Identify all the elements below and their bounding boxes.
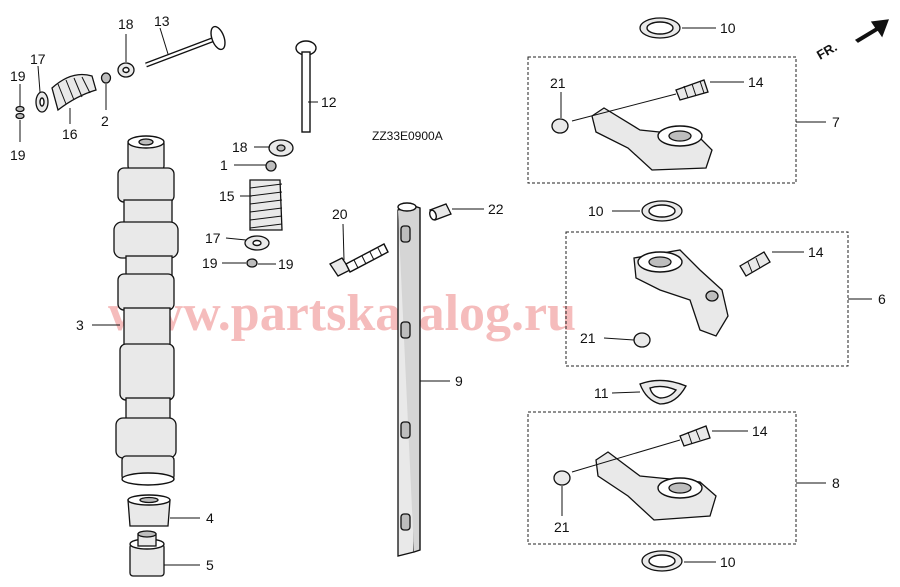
rocker-arm-6: [633, 249, 729, 337]
washer-17-middle: [244, 235, 270, 251]
retainer-18-left: [117, 62, 135, 78]
bush-5: [129, 530, 165, 577]
callout-19: 19: [10, 147, 26, 163]
screw-14-bottom: [679, 425, 711, 447]
group-box-7: [527, 56, 797, 184]
callout-14: 14: [808, 244, 824, 260]
callout-21: 21: [580, 330, 596, 346]
callout-13: 13: [154, 13, 170, 29]
front-direction-arrow: [854, 19, 889, 43]
bolt-20: [329, 243, 389, 277]
spring-16: [51, 73, 97, 112]
callout-20: 20: [332, 206, 348, 222]
camshaft-3: [113, 135, 179, 486]
callout-21: 21: [554, 519, 570, 535]
gear-4: [127, 494, 171, 527]
direction-label: FR.: [814, 39, 840, 62]
callout-16: 16: [62, 126, 78, 142]
rocker-shaft-9: [397, 202, 421, 557]
screw-14-top: [675, 79, 709, 101]
callout-9: 9: [455, 373, 463, 389]
callout-10: 10: [588, 203, 604, 219]
callout-8: 8: [832, 475, 840, 491]
callout-5: 5: [206, 557, 214, 573]
callout-14: 14: [748, 74, 764, 90]
watermark: www.partskatalog.ru: [108, 285, 576, 342]
callout-1: 1: [220, 157, 228, 173]
washer-10-bottom: [641, 550, 683, 572]
rocker-arm-7: [591, 107, 713, 171]
callout-4: 4: [206, 510, 214, 526]
rocker-arm-8: [595, 451, 717, 521]
callout-17: 17: [205, 230, 221, 246]
callout-7: 7: [832, 114, 840, 130]
callout-11: 11: [594, 385, 609, 401]
callout-18: 18: [118, 16, 134, 32]
valve-12: [295, 40, 317, 133]
callout-12: 12: [321, 94, 337, 110]
callout-6: 6: [878, 291, 886, 307]
callout-labels: 19 17 16 2 18 13 19 12 18 1 15 17 19 19 …: [10, 13, 886, 573]
drawing-code: ZZ33E0900A: [372, 129, 443, 143]
leader-lines: [19, 27, 872, 566]
callout-2: 2: [101, 113, 109, 129]
cotter-19-middle: [246, 258, 258, 268]
seal-1: [265, 160, 277, 172]
callout-10: 10: [720, 554, 736, 570]
nut-21-bottom: [553, 470, 571, 486]
callout-14: 14: [752, 423, 768, 439]
callout-19: 19: [10, 68, 26, 84]
washer-10-top: [639, 17, 681, 39]
callout-22: 22: [488, 201, 504, 217]
spring-15: [249, 179, 283, 231]
callout-21: 21: [550, 75, 566, 91]
callout-15: 15: [219, 188, 235, 204]
callout-19: 19: [278, 256, 294, 272]
nut-21-top: [551, 118, 569, 134]
shim-11: [639, 379, 687, 405]
cotter-19-left: [15, 105, 25, 120]
valve-13: [145, 25, 226, 68]
callout-10: 10: [720, 20, 736, 36]
nut-21-middle: [633, 332, 651, 348]
callout-17: 17: [30, 51, 46, 67]
washer-17-left: [35, 91, 49, 113]
callout-18: 18: [232, 139, 248, 155]
group-box-6: [565, 231, 849, 367]
seal-2: [100, 72, 112, 84]
washer-10-middle: [641, 200, 683, 222]
screw-14-middle: [739, 251, 771, 277]
callout-19: 19: [202, 255, 218, 271]
callout-3: 3: [76, 317, 84, 333]
retainer-18-middle: [268, 139, 294, 157]
pin-22: [429, 203, 452, 221]
